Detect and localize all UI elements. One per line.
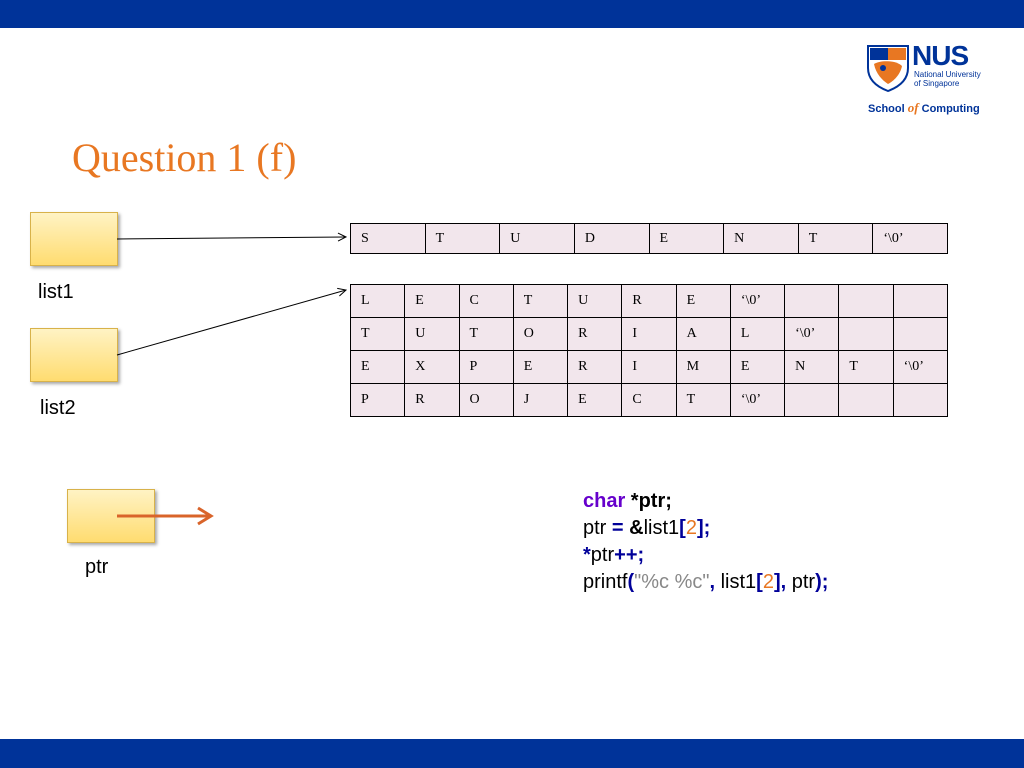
list2-label: list2 bbox=[40, 397, 76, 419]
char-cell: R bbox=[567, 317, 623, 351]
logo-wordmark: NUS bbox=[912, 40, 969, 71]
char-cell: U bbox=[499, 223, 575, 254]
char-cell: C bbox=[458, 284, 514, 318]
char-cell: D bbox=[573, 223, 650, 254]
char-cell: R bbox=[621, 284, 677, 318]
school-of-computing-text: School of Computing bbox=[868, 100, 980, 115]
table-row: T U T O R I A L ‘\0’ bbox=[349, 317, 949, 351]
ptr-arrow bbox=[117, 506, 214, 526]
char-cell: E bbox=[349, 350, 406, 384]
list2-pointer-box bbox=[30, 328, 118, 382]
char-cell: L bbox=[729, 317, 786, 351]
char-cell bbox=[892, 284, 949, 318]
char-cell: T bbox=[838, 350, 894, 384]
char-cell: O bbox=[458, 383, 514, 417]
top-banner bbox=[0, 0, 1024, 28]
char-cell: T bbox=[458, 317, 514, 351]
slide-title: Question 1 (f) bbox=[72, 135, 297, 180]
code-line-3: *ptr++; bbox=[583, 544, 645, 566]
table-row: S T U D E N T ‘\0’ bbox=[350, 223, 948, 254]
char-cell: I bbox=[621, 317, 677, 351]
char-cell: N bbox=[723, 223, 799, 254]
char-cell: L bbox=[349, 284, 406, 318]
char-cell: S bbox=[350, 223, 426, 254]
char-cell: N bbox=[784, 350, 840, 384]
char-cell: R bbox=[567, 350, 623, 384]
table-row: E X P E R I M E N T ‘\0’ bbox=[349, 350, 949, 384]
char-cell bbox=[838, 383, 894, 417]
char-cell: C bbox=[621, 383, 677, 417]
char-cell: X bbox=[404, 350, 460, 384]
table-row: L E C T U R E ‘\0’ bbox=[349, 284, 949, 318]
char-cell: E bbox=[567, 383, 623, 417]
char-cell: J bbox=[512, 383, 569, 417]
list1-label: list1 bbox=[38, 281, 74, 303]
list1-arrow bbox=[116, 237, 346, 239]
char-cell: U bbox=[404, 317, 460, 351]
char-cell: T bbox=[675, 383, 731, 417]
list1-pointer-box bbox=[30, 212, 118, 266]
code-snippet: char *ptr; ptr = &list1[2]; *ptr++; prin… bbox=[583, 488, 828, 596]
code-line-2: ptr = &list1[2]; bbox=[583, 517, 711, 539]
char-cell: P bbox=[458, 350, 514, 384]
char-cell bbox=[784, 383, 840, 417]
char-cell: ‘\0’ bbox=[729, 284, 786, 318]
char-cell: E bbox=[404, 284, 460, 318]
char-cell: ‘\0’ bbox=[784, 317, 840, 351]
char-cell: T bbox=[797, 223, 874, 254]
char-cell: ‘\0’ bbox=[872, 223, 948, 254]
bottom-banner bbox=[0, 739, 1024, 768]
char-cell: T bbox=[424, 223, 501, 254]
logo-subtitle: National University of Singapore bbox=[914, 70, 981, 88]
char-cell bbox=[892, 317, 949, 351]
char-cell bbox=[892, 383, 949, 417]
nus-logo: NUS National University of Singapore Sch… bbox=[862, 40, 992, 120]
char-cell: T bbox=[349, 317, 406, 351]
list2-char-matrix: L E C T U R E ‘\0’ T U T O R I A L ‘\0’ … bbox=[349, 284, 949, 417]
list1-char-array: S T U D E N T ‘\0’ bbox=[350, 223, 948, 254]
char-cell: U bbox=[567, 284, 623, 318]
char-cell: O bbox=[512, 317, 569, 351]
char-cell: ‘\0’ bbox=[892, 350, 949, 384]
char-cell bbox=[838, 284, 894, 318]
char-cell: R bbox=[404, 383, 460, 417]
list2-arrow bbox=[116, 290, 346, 356]
char-cell bbox=[838, 317, 894, 351]
code-line-1: char *ptr; bbox=[583, 490, 672, 512]
char-cell: P bbox=[349, 383, 406, 417]
ptr-label: ptr bbox=[85, 556, 109, 578]
char-cell: T bbox=[512, 284, 569, 318]
char-cell: E bbox=[729, 350, 786, 384]
code-line-4: printf("%c %c", list1[2], ptr); bbox=[583, 571, 829, 593]
char-cell: I bbox=[621, 350, 677, 384]
lion-crest-icon bbox=[867, 45, 909, 92]
char-cell: A bbox=[675, 317, 731, 351]
table-row: P R O J E C T ‘\0’ bbox=[349, 383, 949, 417]
